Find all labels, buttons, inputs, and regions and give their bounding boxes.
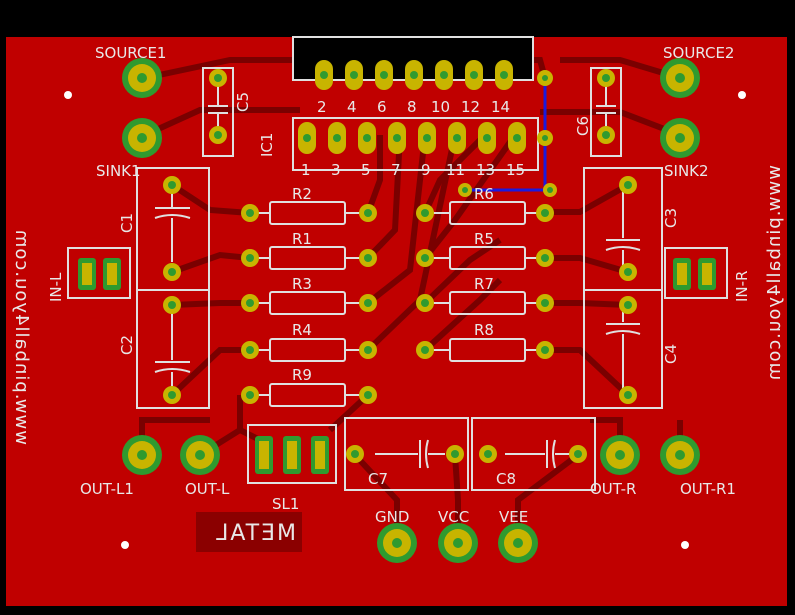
svg-text:9: 9 <box>421 161 431 179</box>
out-l1-label: OUT-L1 <box>80 480 134 498</box>
out-r1-label: OUT-R1 <box>680 480 736 498</box>
svg-text:3: 3 <box>331 161 341 179</box>
vcc-label: VCC <box>438 508 469 526</box>
svg-text:8: 8 <box>407 98 417 116</box>
svg-text:11: 11 <box>446 161 465 179</box>
ic1-bottom-pin-labels: 1 3 5 7 9 11 13 15 <box>301 161 525 179</box>
c3-label: C3 <box>662 208 680 228</box>
in-l-label: IN-L <box>47 272 65 302</box>
vee-label: VEE <box>499 508 528 526</box>
svg-text:13: 13 <box>476 161 495 179</box>
metal-marker-box <box>196 512 302 552</box>
c2-label: C2 <box>118 335 136 355</box>
out-l-label: OUT-L <box>185 480 230 498</box>
traces <box>139 57 683 543</box>
r8-label: R8 <box>474 321 494 339</box>
ic1-outline <box>292 117 539 171</box>
c1-label: C1 <box>118 213 136 233</box>
c8-outline <box>471 417 596 491</box>
r6-label: R6 <box>474 185 494 203</box>
svg-text:1: 1 <box>301 161 311 179</box>
c6-label: C6 <box>574 116 592 136</box>
ic1-bottom-pads <box>298 122 526 154</box>
r4-label: R4 <box>292 321 312 339</box>
c8-label: C8 <box>496 470 516 488</box>
svg-text:7: 7 <box>391 161 401 179</box>
svg-text:6: 6 <box>377 98 387 116</box>
input-connectors <box>67 247 728 299</box>
r5-label: R5 <box>474 230 494 248</box>
r2-label: R2 <box>292 185 312 203</box>
c4-label: C4 <box>662 344 680 364</box>
mounting-holes <box>64 91 746 549</box>
r9-label: R9 <box>292 366 312 384</box>
sl1-connector <box>247 424 337 484</box>
in-r-label: IN-R <box>733 271 751 302</box>
metal-mirrored-text: METAL <box>214 521 296 546</box>
c3-c4-outline <box>583 167 663 409</box>
svg-text:12: 12 <box>461 98 480 116</box>
r7-label: R7 <box>474 275 494 293</box>
website-right: www.pinball4you.com <box>764 165 785 381</box>
svg-text:15: 15 <box>506 161 525 179</box>
source1-label: SOURCE1 <box>95 44 166 62</box>
out-r-label: OUT-R <box>590 480 636 498</box>
c7-outline <box>344 417 469 491</box>
ic1-top-pin-labels: 2 4 6 8 10 12 14 <box>317 98 510 116</box>
svg-text:5: 5 <box>361 161 371 179</box>
sl1-label: SL1 <box>272 495 299 513</box>
sink1-label: SINK1 <box>96 162 141 180</box>
small-pads <box>163 69 637 463</box>
c6-outline <box>590 67 622 157</box>
source2-label: SOURCE2 <box>663 44 734 62</box>
svg-text:10: 10 <box>431 98 450 116</box>
svg-text:4: 4 <box>347 98 357 116</box>
sink2-label: SINK2 <box>664 162 709 180</box>
ic1-top-pads <box>315 60 513 90</box>
r1-label: R1 <box>292 230 312 248</box>
website-left: www.pinball4you.com <box>11 229 32 445</box>
c5-outline <box>202 67 234 157</box>
svg-text:14: 14 <box>491 98 510 116</box>
c7-label: C7 <box>368 470 388 488</box>
terminal-pads <box>122 58 700 563</box>
c5-label: C5 <box>234 92 252 112</box>
gnd-label: GND <box>375 508 409 526</box>
c1-c2-outline <box>136 167 210 409</box>
r3-label: R3 <box>292 275 312 293</box>
ic1-label: IC1 <box>258 133 276 157</box>
svg-text:2: 2 <box>317 98 327 116</box>
